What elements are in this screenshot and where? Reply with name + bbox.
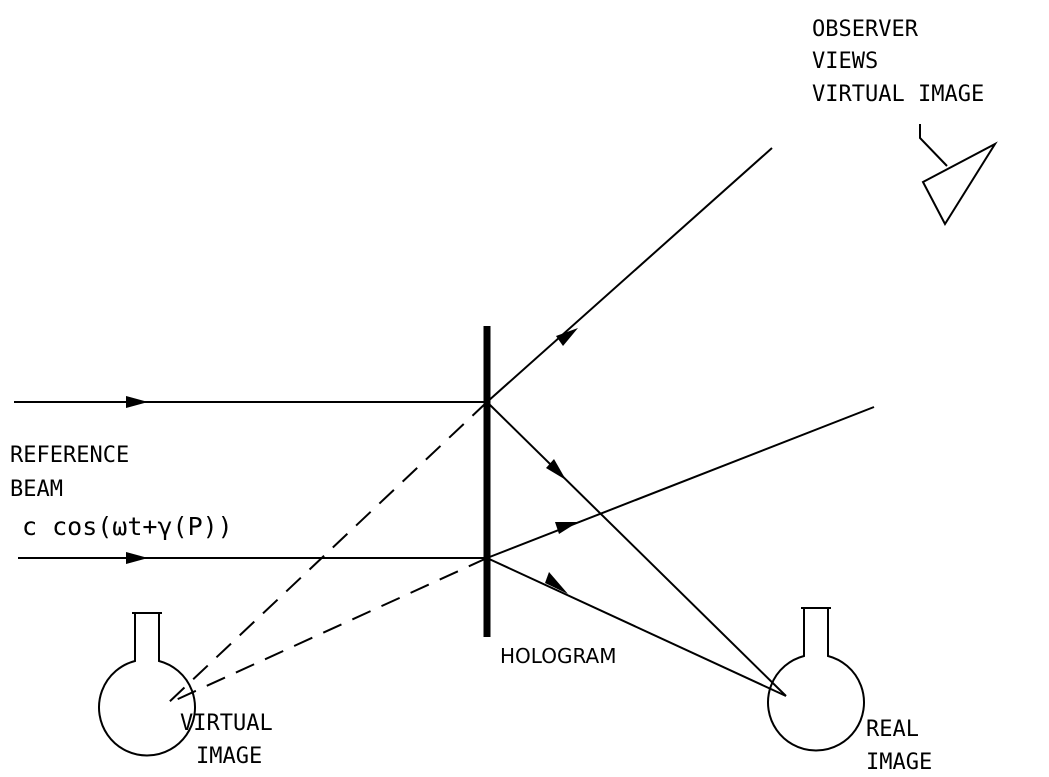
converging-arrow-lower xyxy=(545,572,568,594)
virtual-dashed-ray-upper xyxy=(166,401,488,705)
diverging-arrow-lower xyxy=(555,522,578,534)
converging-arrow-upper xyxy=(546,459,566,480)
diverging-ray-lower xyxy=(486,406,875,559)
reference-label-line1: REFERENCE xyxy=(10,443,129,468)
flask-icon xyxy=(767,607,865,752)
converging-ray-upper xyxy=(486,401,787,697)
diverging-arrow-upper xyxy=(556,328,578,346)
flask-icon xyxy=(98,612,196,757)
observer-label-line2: VIEWS xyxy=(812,49,878,74)
reference-arrow-lower xyxy=(126,552,148,564)
virtual-image-label-line2: IMAGE xyxy=(196,744,262,769)
converging-ray-lower xyxy=(486,557,787,697)
observer-label-line1: OBSERVER xyxy=(812,17,919,42)
hologram-label: HOLOGRAM xyxy=(500,644,616,668)
reference-label-line2: BEAM xyxy=(10,477,63,502)
virtual-dashed-ray-lower xyxy=(166,557,488,705)
observer-label-line3: VIRTUAL IMAGE xyxy=(812,82,984,107)
reference-arrow-upper xyxy=(126,396,148,408)
diverging-ray-upper xyxy=(486,147,773,403)
real-image-label-line2: IMAGE xyxy=(866,750,932,775)
real-image-label-line1: REAL xyxy=(866,717,919,742)
virtual-image-label-line1: VIRTUAL xyxy=(180,711,273,736)
eye-icon xyxy=(919,124,998,227)
reference-formula: c cos(ωt+γ(P)) xyxy=(22,512,233,541)
